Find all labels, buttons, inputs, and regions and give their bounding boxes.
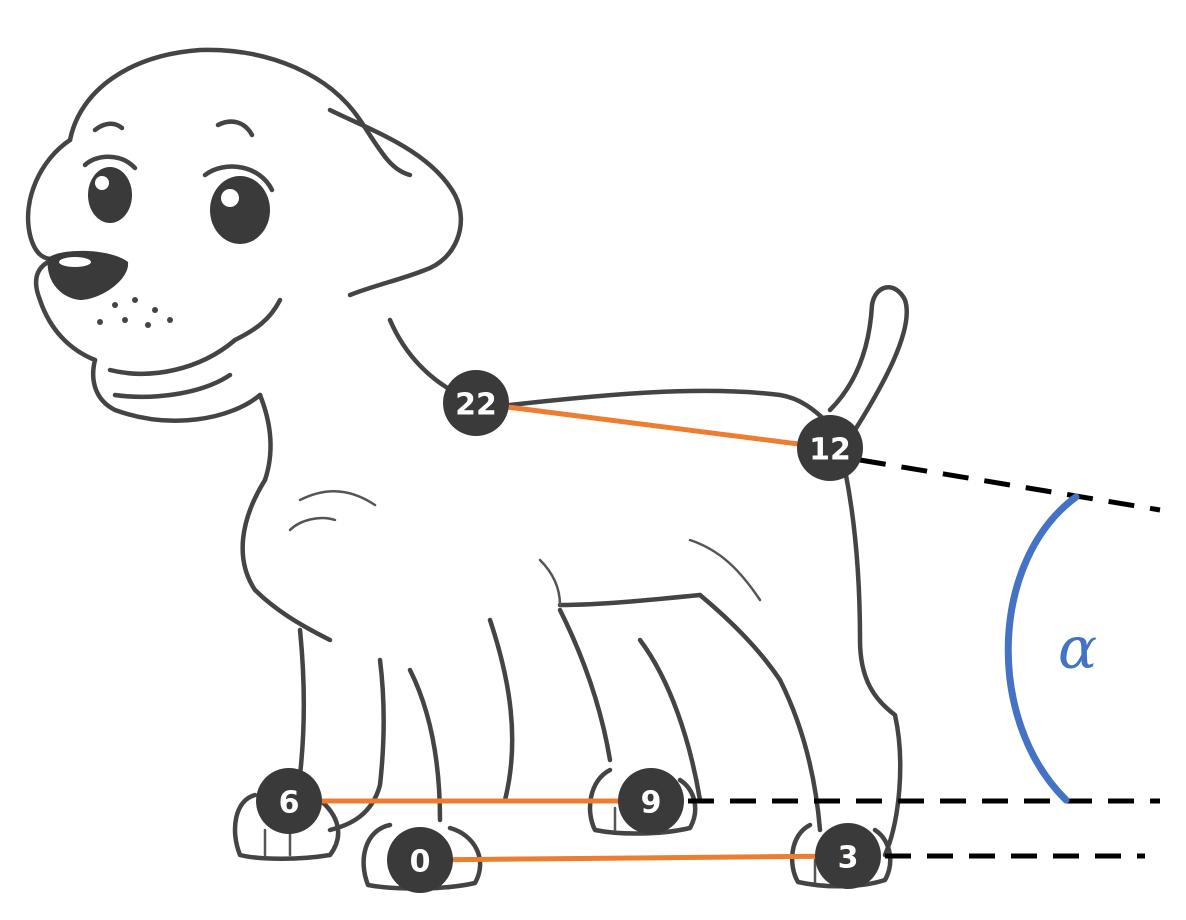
keypoint-6: 6 [256,768,322,834]
keypoint-label: 12 [809,433,851,468]
keypoint-marker [797,415,863,481]
keypoint-label: 0 [410,845,431,880]
keypoint-marker [256,768,322,834]
connection-0-3 [417,853,851,863]
back-extension-line [859,457,1161,513]
keypoint-label: 22 [455,388,497,423]
keypoint-marker [387,827,453,893]
keypoint-label: 9 [641,786,662,821]
keypoint-9: 9 [618,768,684,834]
keypoint-3: 3 [815,823,881,889]
dog-illustration [25,47,909,891]
keypoint-22: 22 [443,370,509,436]
keypoint-label: 3 [838,841,859,876]
angle-arc [1004,493,1080,804]
keypoint-marker [618,768,684,834]
angle-label: α [1058,614,1097,682]
keypoint-marker [815,823,881,889]
connection-22-12 [473,400,833,451]
keypoint-marker [443,370,509,436]
keypoint-label: 6 [279,786,300,821]
connection-lines [286,400,851,863]
keypoint-0: 0 [387,827,453,893]
reference-lines [688,457,1161,859]
keypoint-12: 12 [797,415,863,481]
